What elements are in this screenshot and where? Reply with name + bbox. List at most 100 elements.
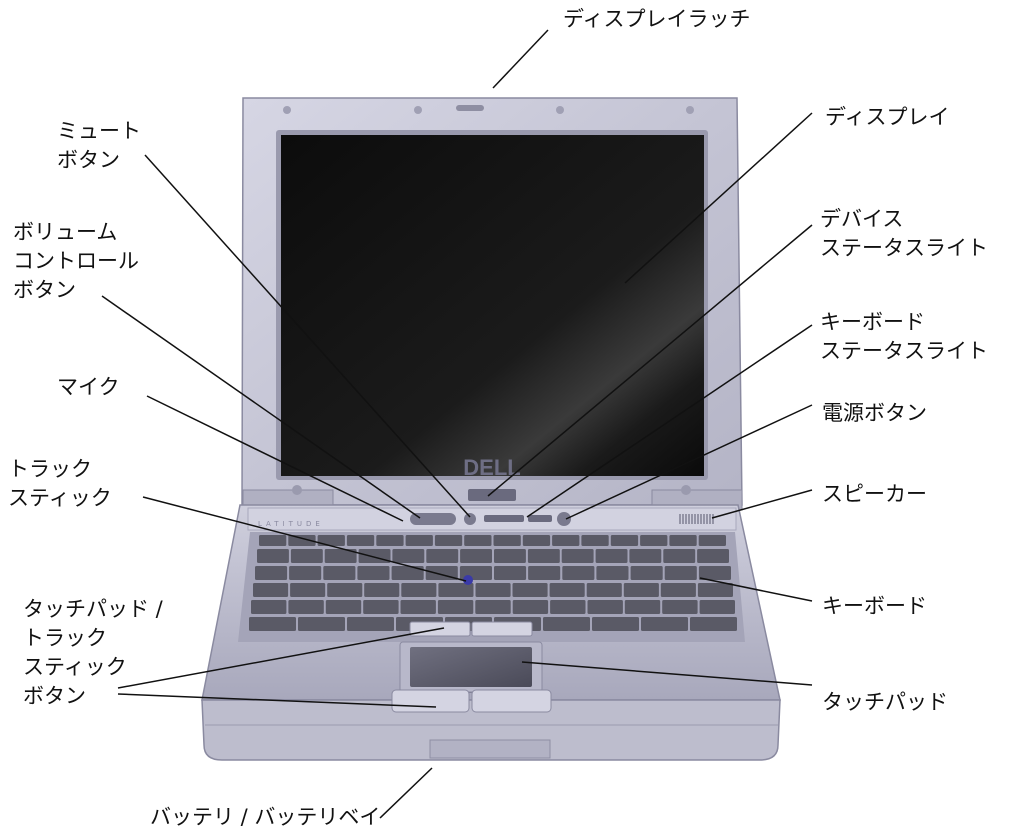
battery-bay [429, 739, 551, 759]
keyboard-key [357, 566, 390, 580]
keyboard-key [698, 566, 731, 580]
keyboard-key [698, 535, 726, 546]
mute-button [464, 513, 476, 525]
speaker-grille [679, 514, 714, 524]
keyboard-key [289, 566, 322, 580]
keyboard-key [562, 566, 595, 580]
keyboard-key [610, 535, 639, 546]
keyboard-key [494, 566, 527, 580]
touchpad [410, 647, 532, 687]
keyboard-key [697, 549, 729, 563]
keyboard-key [324, 549, 357, 563]
keyboard-key [629, 549, 662, 563]
keyboard-key [327, 583, 363, 597]
keyboard-key [543, 617, 590, 631]
label-mute-button: ミュート ボタン [57, 119, 141, 172]
power-button [557, 512, 571, 526]
keyboard-key [699, 600, 735, 614]
keyboard-key [405, 535, 433, 546]
keyboard-key [391, 566, 424, 580]
keyboard-key [347, 617, 394, 631]
volume-buttons [410, 513, 456, 525]
label-battery: バッテリ / バッテリベイ [150, 805, 381, 829]
keyboard-key [257, 549, 289, 563]
keyboard-key [255, 566, 288, 580]
keyboard-key [512, 600, 549, 614]
keyboard-key [663, 549, 696, 563]
keyboard-key [288, 535, 316, 546]
keyboard-key [376, 535, 404, 546]
keyboard-key [527, 549, 560, 563]
keyboard-key [364, 583, 400, 597]
keyboard-key [249, 617, 296, 631]
label-device-status-lights: デバイス ステータスライト [820, 207, 988, 260]
keyboard-key [624, 600, 661, 614]
keyboard-key [290, 549, 323, 563]
keyboard-key [561, 549, 594, 563]
keyboard-key [259, 535, 287, 546]
keyboard-status-lights [528, 515, 552, 522]
label-display-latch: ディスプレイラッチ [563, 7, 751, 31]
label-track-stick: トラック スティック [8, 457, 112, 510]
keyboard-key [438, 583, 474, 597]
latitude-logo: LATITUDE [258, 520, 324, 528]
device-status-lights [484, 515, 524, 522]
keyboard-key [288, 600, 324, 614]
keyboard-key [641, 617, 688, 631]
keyboard-key [596, 566, 629, 580]
keyboard-key [426, 549, 459, 563]
keyboard-key [464, 535, 492, 546]
keyboard-key [358, 549, 391, 563]
keyboard-key [253, 583, 289, 597]
keyboard-key [298, 617, 345, 631]
label-speaker: スピーカー [822, 482, 927, 506]
keyboard-key [660, 583, 696, 597]
keyboard-key [592, 617, 639, 631]
keyboard-key [434, 535, 463, 546]
touchpad-left-button [391, 689, 470, 713]
label-display: ディスプレイ [825, 105, 950, 129]
keyboard-key [493, 535, 521, 546]
keyboard-key [669, 535, 697, 546]
keyboard-key [290, 583, 326, 597]
lid: DELL [241, 97, 743, 506]
keyboard-key [475, 600, 511, 614]
label-power-button: 電源ボタン [822, 401, 927, 425]
keyboard-key [346, 535, 375, 546]
label-volume-buttons: ボリューム コントロール ボタン [13, 220, 139, 302]
keyboard-key [664, 566, 697, 580]
display-latch [456, 105, 484, 111]
label-touchpad-buttons: タッチパッド / トラック スティック ボタン [23, 597, 163, 708]
keyboard-key [251, 600, 287, 614]
keyboard-key [325, 600, 362, 614]
keyboard-key [581, 535, 609, 546]
keyboard-key [400, 600, 436, 614]
keyboard-key [323, 566, 356, 580]
keyboard-key [552, 535, 580, 546]
trackstick-right-button [471, 621, 533, 637]
label-microphone: マイク [57, 375, 120, 399]
keyboard-key [587, 600, 623, 614]
control-strip: LATITUDE [247, 507, 737, 531]
keyboard-key [522, 535, 551, 546]
keyboard-key [550, 600, 586, 614]
keyboard-key [512, 583, 548, 597]
keyboard-key [363, 600, 399, 614]
keyboard-key [392, 549, 425, 563]
keyboard-key [549, 583, 585, 597]
keyboard-key [586, 583, 622, 597]
keyboard [238, 532, 745, 642]
keyboard-key [690, 617, 737, 631]
keyboard-key [623, 583, 659, 597]
keyboard-key [697, 583, 733, 597]
leader-lines [101, 29, 813, 819]
keyboard-key [460, 549, 492, 563]
label-keyboard-status-lights: キーボード ステータスライト [820, 310, 988, 363]
display-screen [281, 135, 704, 476]
label-touchpad: タッチパッド [822, 690, 948, 714]
track-stick [463, 575, 473, 585]
keyboard-key [317, 535, 345, 546]
keyboard-key [662, 600, 698, 614]
keyboard-key [437, 600, 474, 614]
